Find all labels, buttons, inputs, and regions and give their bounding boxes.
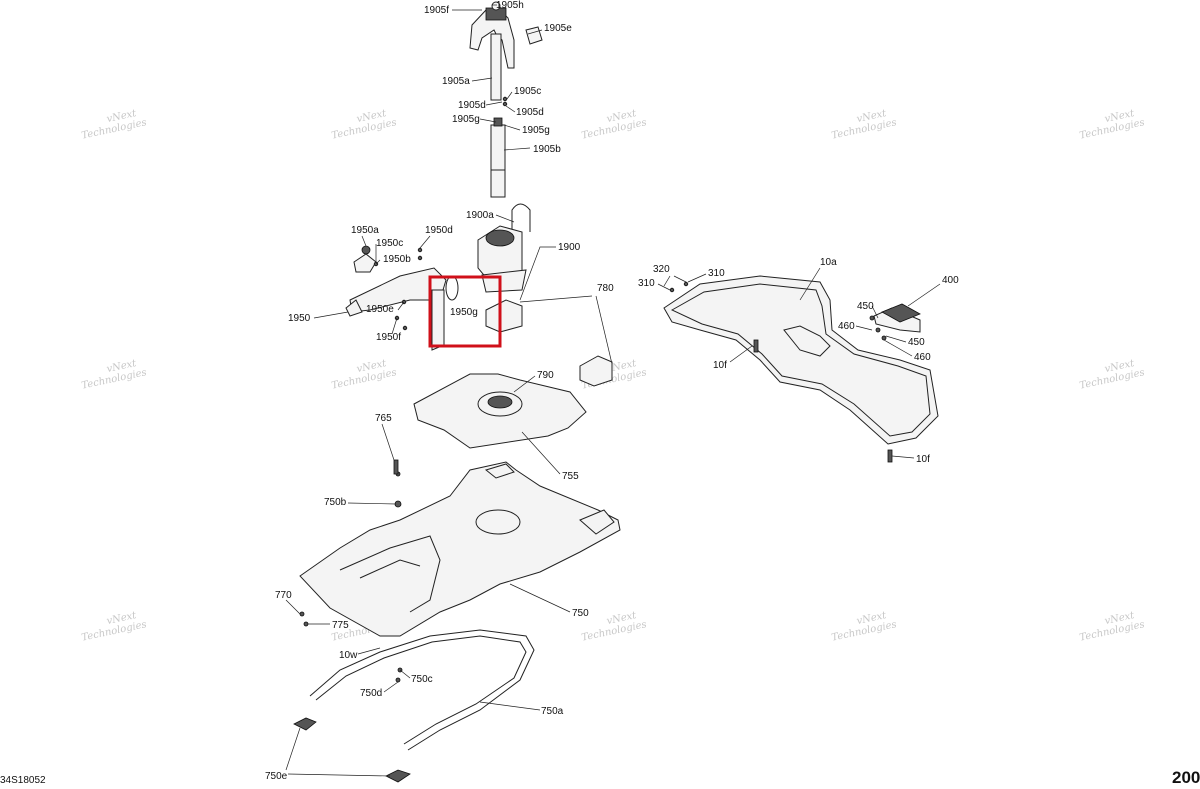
footrest-bracket-400 [669, 281, 921, 463]
callout-1905e: 1905e [544, 23, 572, 34]
callout-1900: 1900 [558, 242, 581, 253]
callout-320: 320 [653, 264, 670, 275]
callout-1950b: 1950b [383, 254, 411, 265]
mount-780 [485, 299, 613, 387]
callout-450: 450 [908, 337, 925, 348]
callout-1950: 1950 [288, 313, 311, 324]
callout-1905g: 1905g [452, 114, 480, 125]
drawing-code: 34S18052 [0, 775, 46, 786]
callout-790: 790 [537, 370, 554, 381]
steering-column-assembly [469, 1, 543, 198]
bumper-strip-750a [309, 629, 535, 751]
callout-1905b: 1905b [533, 144, 561, 155]
callout-labels: 1905f 1905h 1905e 1905a 1905c 1905d 1905… [265, 0, 959, 782]
bottom-pan-750 [299, 461, 621, 683]
callout-1950e: 1950e [366, 304, 394, 315]
callout-750c: 750c [411, 674, 433, 685]
callout-310: 310 [638, 278, 655, 289]
leader-lines [285, 4, 941, 777]
callout-1950a: 1950a [351, 225, 379, 236]
callout-780: 780 [597, 283, 614, 294]
callout-750e: 750e [265, 771, 288, 782]
callout-10f: 10f [713, 360, 727, 371]
callout-770: 770 [275, 590, 292, 601]
callout-1950c: 1950c [376, 238, 403, 249]
callout-1905c: 1905c [514, 86, 541, 97]
callout-1900a: 1900a [466, 210, 494, 221]
callout-1905d: 1905d [458, 100, 486, 111]
callout-460: 460 [838, 321, 855, 332]
callout-765: 765 [375, 413, 392, 424]
floor-mat-10a [663, 275, 939, 445]
callout-750a: 750a [541, 706, 564, 717]
steering-base-assembly [477, 203, 531, 293]
highlight-box [428, 275, 502, 348]
callout-1905g: 1905g [522, 125, 550, 136]
callout-1950g: 1950g [450, 307, 478, 318]
callout-1950d: 1950d [425, 225, 453, 236]
callout-1905f: 1905f [424, 5, 449, 16]
callout-460: 460 [914, 352, 931, 363]
callout-750: 750 [572, 608, 589, 619]
callout-1905h: 1905h [496, 0, 524, 11]
callout-755: 755 [562, 471, 579, 482]
page-number: 200 [1172, 768, 1200, 787]
callout-775: 775 [332, 620, 349, 631]
callout-400: 400 [942, 275, 959, 286]
callout-10f: 10f [916, 454, 930, 465]
callout-1905a: 1905a [442, 76, 470, 87]
callout-750b: 750b [324, 497, 347, 508]
callout-1950f: 1950f [376, 332, 401, 343]
callout-10w: 10w [339, 650, 358, 661]
floor-panel-755 [413, 373, 587, 449]
steering-mount-bracket [345, 245, 459, 351]
callout-10a: 10a [820, 257, 837, 268]
callout-1905d: 1905d [516, 107, 544, 118]
callout-450: 450 [857, 301, 874, 312]
callout-310: 310 [708, 268, 725, 279]
callout-750d: 750d [360, 688, 382, 699]
clips-750e [293, 459, 411, 783]
